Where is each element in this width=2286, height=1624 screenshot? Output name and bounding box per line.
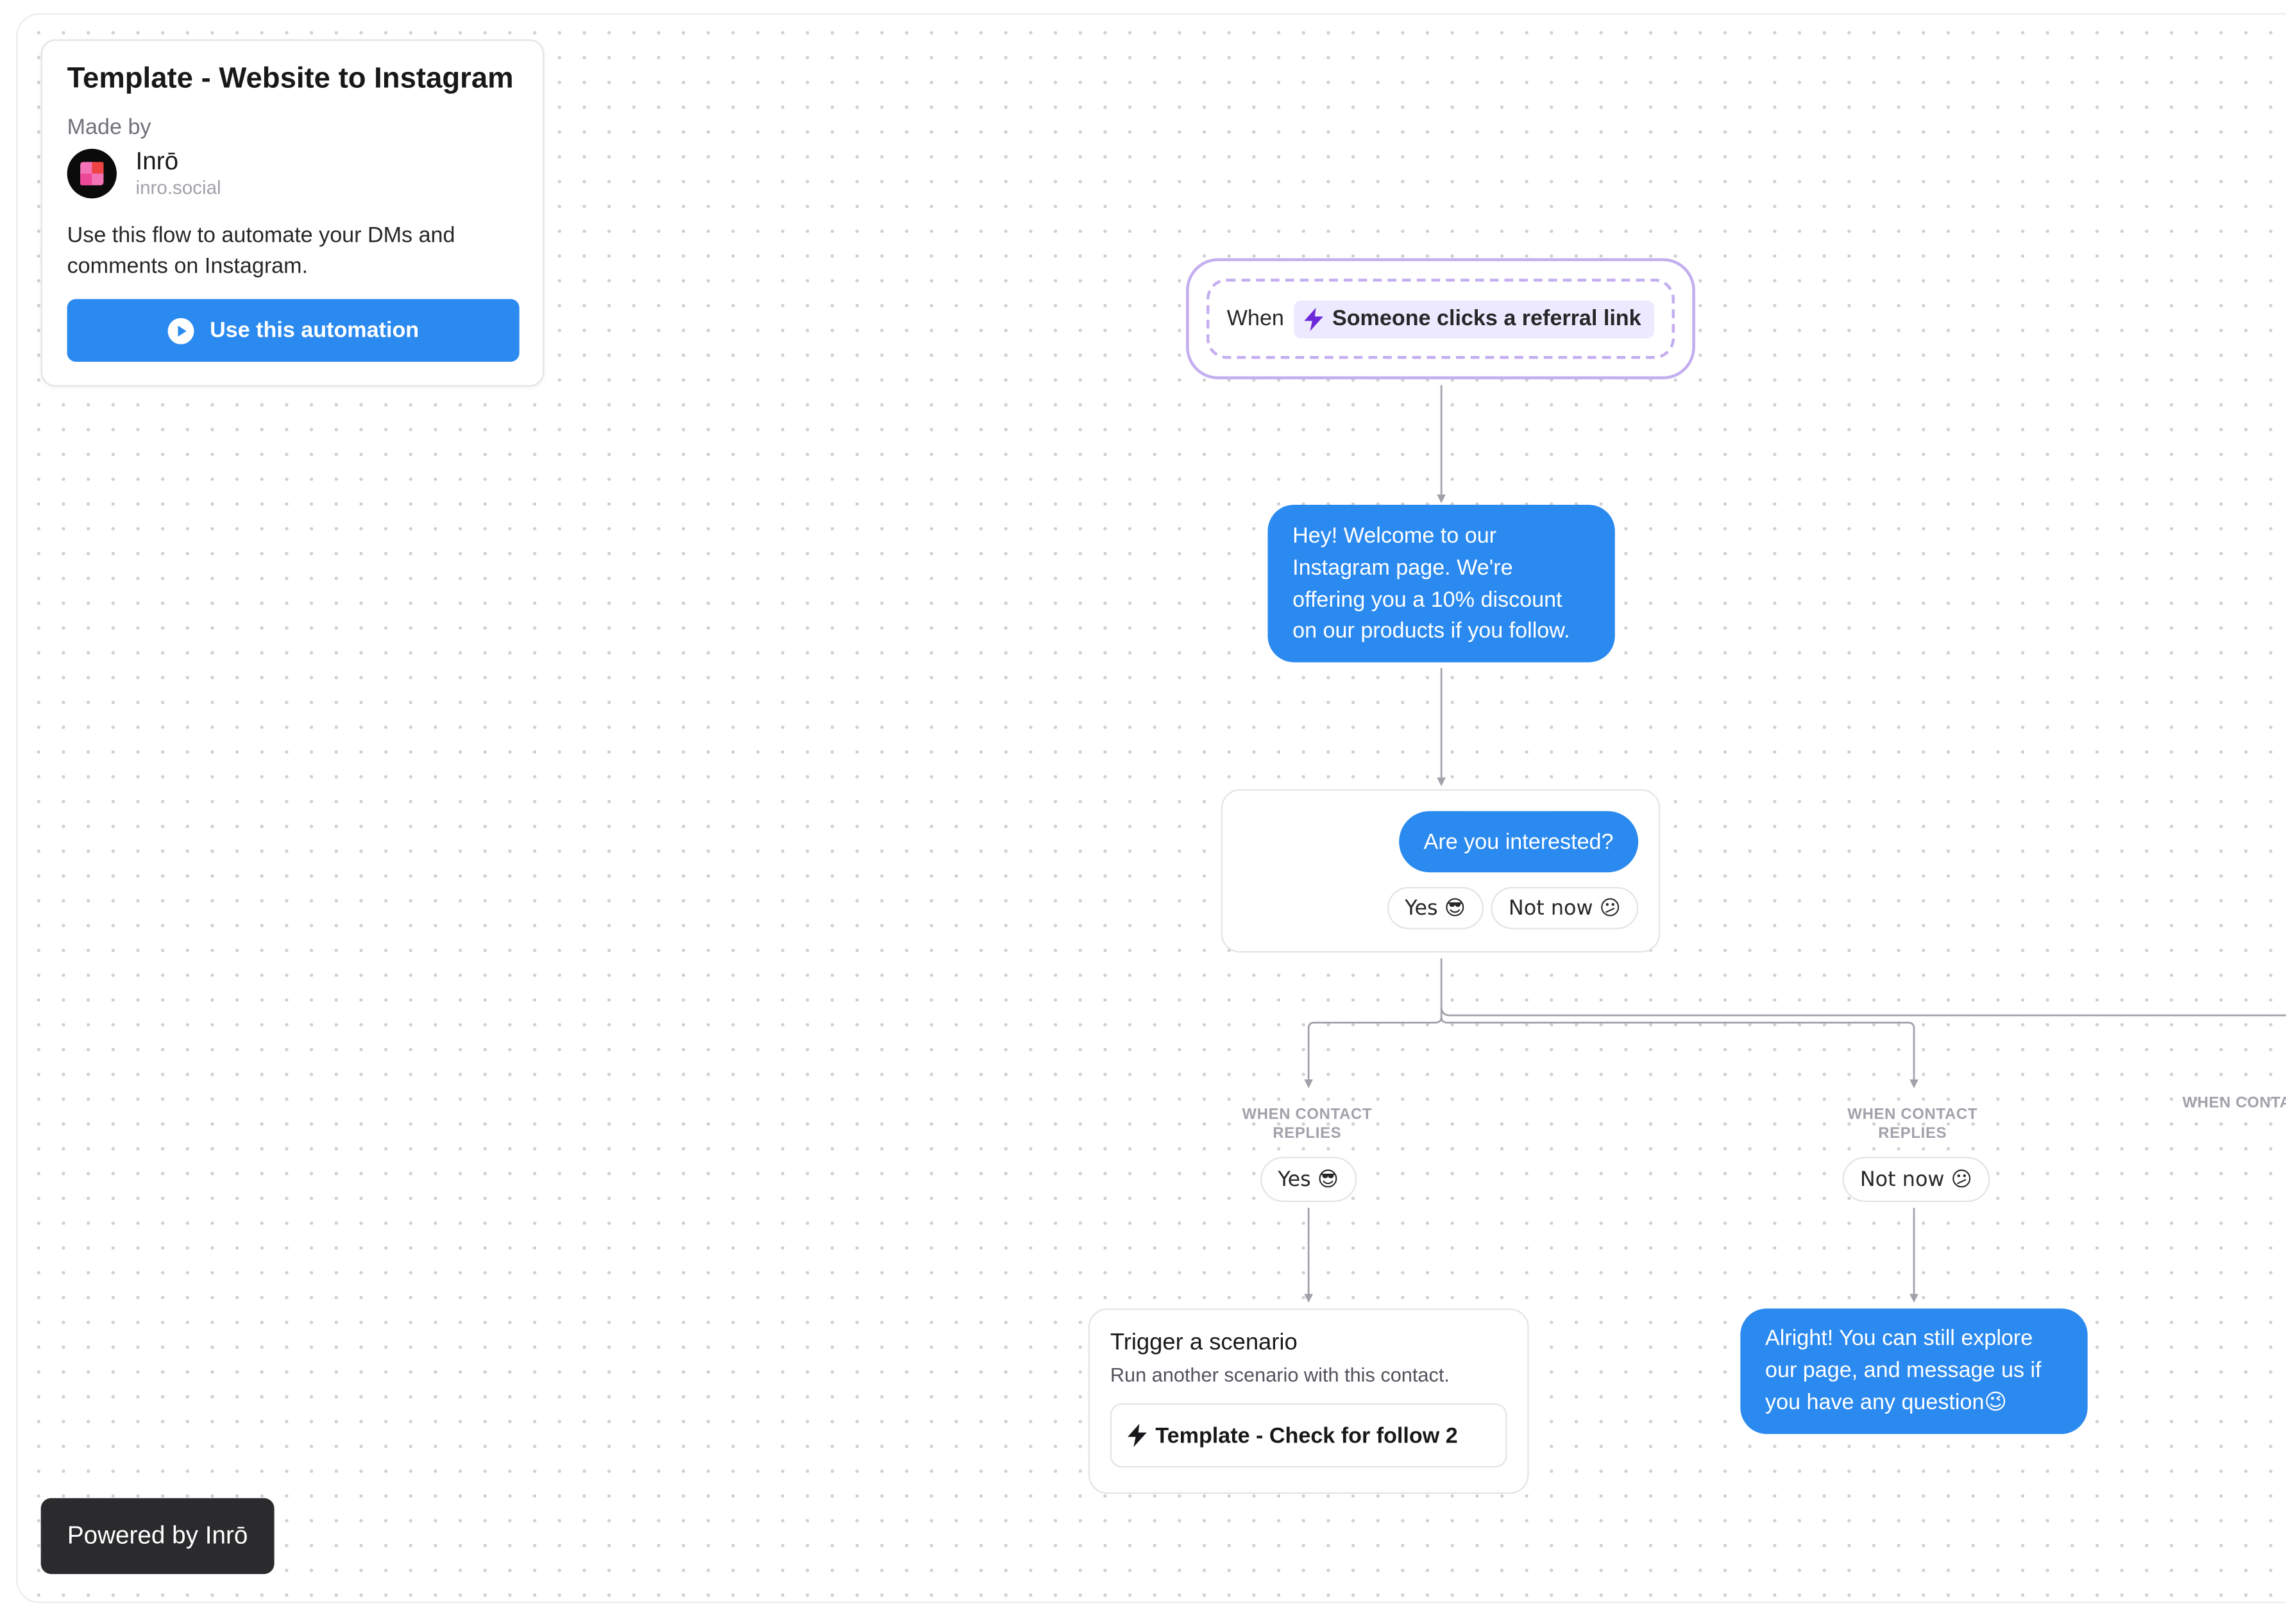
scenario-target-label: Template - Check for follow 2 — [1155, 1423, 1458, 1448]
use-automation-label: Use this automation — [210, 317, 419, 343]
trigger-dropzone: When Someone clicks a referral link — [1206, 278, 1675, 359]
quick-reply-yes: Yes 😎 — [1387, 886, 1484, 929]
when-label: When — [1226, 306, 1284, 332]
question-node[interactable]: Are you interested? Yes 😎 Not now 😕 — [1221, 789, 1661, 953]
author-name: Inrō — [135, 147, 179, 175]
decline-message-node[interactable]: Alright! You can still explore our page,… — [1740, 1308, 2088, 1434]
template-info-card: Template - Website to Instagram Made by … — [40, 39, 545, 387]
branch-condition-yes[interactable]: Yes 😎 — [1260, 1156, 1357, 1203]
trigger-node[interactable]: When Someone clicks a referral link — [1186, 258, 1695, 380]
inro-logo-icon — [67, 148, 117, 199]
made-by-label: Made by — [67, 115, 151, 140]
scenario-title: Trigger a scenario — [1110, 1330, 1298, 1355]
scenario-target-chip[interactable]: Template - Check for follow 2 — [1110, 1403, 1507, 1468]
branch-condition-not-now[interactable]: Not now 😕 — [1842, 1156, 1990, 1203]
play-circle-icon — [167, 317, 194, 344]
welcome-message-node[interactable]: Hey! Welcome to our Instagram page. We'r… — [1267, 504, 1615, 663]
template-description: Use this flow to automate your DMs and c… — [67, 223, 455, 279]
template-title: Template - Website to Instagram — [67, 62, 514, 95]
quick-reply-not-now: Not now 😕 — [1491, 886, 1639, 929]
lightning-icon — [1128, 1423, 1147, 1448]
scenario-description: Run another scenario with this contact. — [1110, 1364, 1450, 1386]
trigger-event-chip[interactable]: Someone clicks a referral link — [1294, 300, 1655, 338]
question-bubble: Are you interested? — [1398, 811, 1639, 873]
branch-label-yes: WHEN CONTACT REPLIES — [1242, 1105, 1373, 1142]
lightning-icon — [1304, 307, 1324, 331]
use-automation-button[interactable]: Use this automation — [67, 299, 520, 362]
trigger-event-label: Someone clicks a referral link — [1332, 306, 1641, 332]
powered-by-badge[interactable]: Powered by Inrō — [40, 1498, 275, 1575]
branch-label-not-now: WHEN CONTACT REPLIES — [1847, 1105, 1978, 1142]
author: Inrō inro.social — [67, 148, 518, 200]
branch-label-other: WHEN CONTA — [2182, 1094, 2286, 1112]
trigger-scenario-node[interactable]: Trigger a scenario Run another scenario … — [1088, 1308, 1529, 1494]
author-domain: inro.social — [135, 176, 221, 199]
